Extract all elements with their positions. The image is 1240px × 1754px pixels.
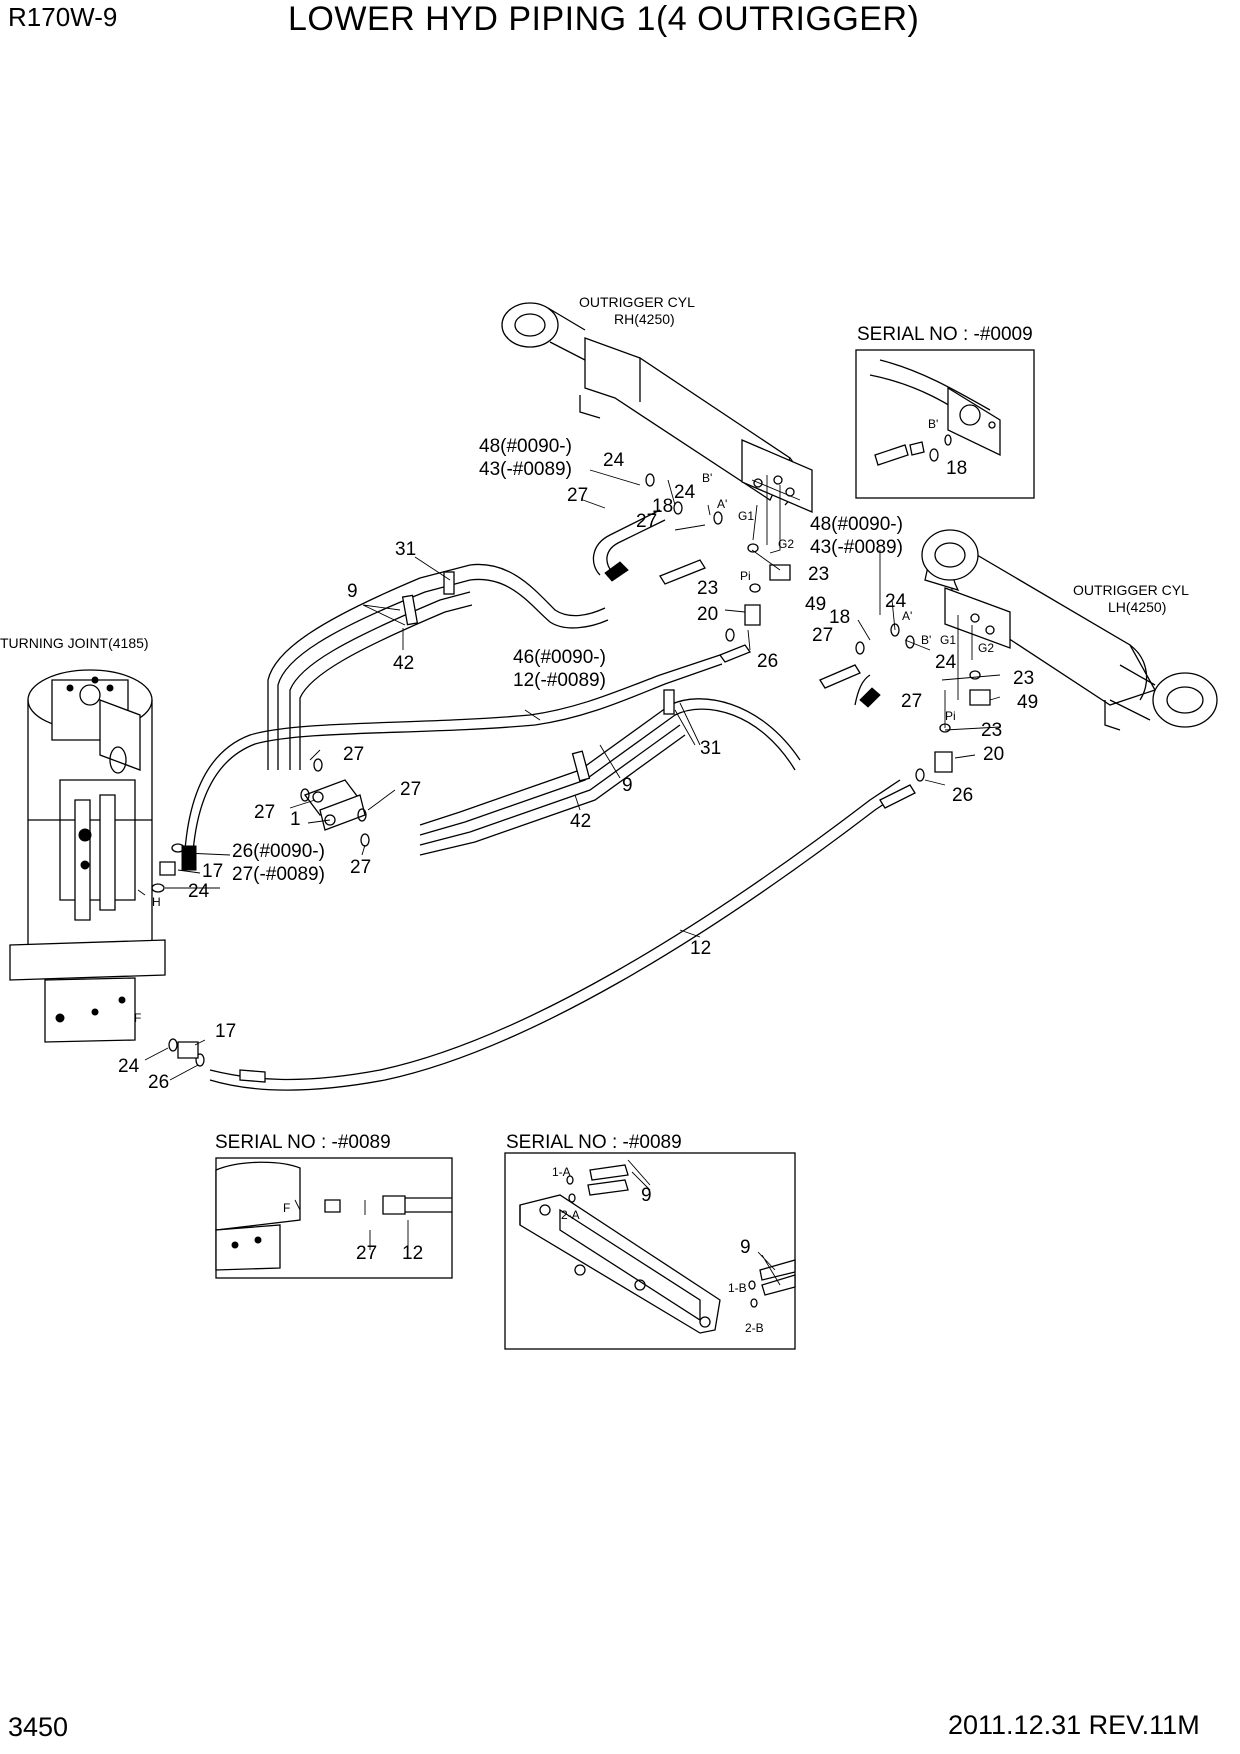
leader-lines: [137, 469, 1001, 1081]
callout: 9: [622, 775, 633, 796]
serial-0089-left-title: SERIAL NO : -#0089: [215, 1132, 391, 1153]
callout: 18: [829, 607, 850, 628]
component-labels: OUTRIGGER CYL RH(4250) OUTRIGGER CYL LH(…: [0, 294, 1189, 651]
port-label: Pi: [945, 709, 956, 723]
callout: 9: [740, 1237, 751, 1258]
callout: 27: [343, 744, 364, 765]
port-label: F: [134, 1011, 141, 1025]
port-label: G1: [940, 633, 956, 647]
callout: 26: [952, 785, 973, 806]
callout: 24: [118, 1056, 140, 1077]
callout: 23: [808, 564, 829, 585]
turning-joint[interactable]: [9, 669, 166, 1043]
model-number: R170W-9: [8, 2, 118, 32]
port-label: 2-A: [561, 1208, 580, 1222]
callout: 17: [215, 1021, 236, 1042]
turning-joint-label: TURNING JOINT(4185): [0, 635, 149, 651]
port-label: F: [283, 1201, 290, 1215]
outrigger-cylinder-rh[interactable]: [501, 302, 813, 513]
callout: 26: [757, 651, 778, 672]
port-label: 1-A: [552, 1165, 571, 1179]
callout: 24: [603, 450, 625, 471]
callout: 26: [148, 1072, 169, 1093]
callout: 27: [400, 779, 421, 800]
revision-date: 2011.12.31 REV.11M: [948, 1710, 1200, 1740]
port-label: G2: [778, 537, 794, 551]
callout: 42: [570, 811, 591, 832]
callout: 27: [812, 625, 833, 646]
callout: 27: [901, 691, 922, 712]
callout: 24: [188, 881, 210, 902]
callout: 48(#0090-): [810, 514, 903, 535]
callout: 9: [347, 581, 358, 602]
callout: 27: [254, 802, 275, 823]
page-title: LOWER HYD PIPING 1(4 OUTRIGGER): [288, 0, 920, 38]
piping: [181, 509, 916, 1091]
port-label: B': [702, 471, 712, 485]
inset-serial-0089-left[interactable]: [215, 1157, 453, 1279]
callout: 24: [674, 482, 696, 503]
callout: 24: [885, 591, 907, 612]
inset-titles: SERIAL NO : -#0009 SERIAL NO : -#0089 SE…: [215, 324, 1033, 1153]
inset-serial-0089-right[interactable]: [504, 1152, 796, 1350]
callout: 23: [981, 720, 1002, 741]
callout: 31: [700, 738, 721, 759]
callout: 49: [805, 594, 826, 615]
callout: 9: [641, 1185, 652, 1206]
callout: 20: [983, 744, 1004, 765]
rh-cylinder-label-line2: RH(4250): [614, 311, 675, 327]
callout: 49: [1017, 692, 1038, 713]
inset-serial-0009[interactable]: [855, 349, 1035, 499]
serial-0009-title: SERIAL NO : -#0009: [857, 324, 1033, 345]
port-label: A': [902, 609, 912, 623]
outrigger-cylinder-lh[interactable]: [921, 529, 1218, 731]
callout: 43(-#0089): [479, 459, 572, 480]
callout: 43(-#0089): [810, 537, 903, 558]
callout: 23: [697, 578, 718, 599]
fittings: [151, 473, 991, 1067]
port-label: Pi: [740, 569, 751, 583]
callout: 27: [636, 511, 657, 532]
page-number: 3450: [8, 1712, 69, 1742]
port-label: B': [921, 633, 931, 647]
callout: 20: [697, 604, 718, 625]
callout: 46(#0090-): [513, 647, 606, 668]
port-label: G1: [738, 509, 754, 523]
callout: 12: [690, 938, 711, 959]
serial-0089-right-title: SERIAL NO : -#0089: [506, 1132, 682, 1153]
callout: 12(-#0089): [513, 670, 606, 691]
port-label: H: [152, 895, 161, 909]
callout: 23: [1013, 668, 1034, 689]
port-label: B': [928, 417, 938, 431]
lh-cylinder-label-line2: LH(4250): [1108, 599, 1166, 615]
rh-cylinder-label-line1: OUTRIGGER CYL: [579, 294, 695, 310]
port-labels: B' A' G1 G2 Pi A' B' G1 G2 Pi H F B' F 1…: [134, 417, 994, 1335]
callout-numbers: 31 9 42 48(#0090-) 43(-#0089) 24 27 24 1…: [118, 436, 1038, 1264]
callout: 12: [402, 1243, 423, 1264]
callout: 31: [395, 539, 416, 560]
callout: 18: [946, 458, 967, 479]
callout: 17: [202, 861, 223, 882]
port-label: 1-B: [728, 1281, 747, 1295]
callout: 18: [652, 496, 673, 517]
callout: 27(-#0089): [232, 864, 325, 885]
lh-cylinder-label-line1: OUTRIGGER CYL: [1073, 582, 1189, 598]
port-label: A': [717, 497, 727, 511]
callout: 42: [393, 653, 414, 674]
port-label: G2: [978, 641, 994, 655]
port-label: 2-B: [745, 1321, 764, 1335]
callout: 26(#0090-): [232, 841, 325, 862]
callout: 48(#0090-): [479, 436, 572, 457]
callout: 27: [356, 1243, 377, 1264]
callout: 27: [350, 857, 371, 878]
callout: 24: [935, 652, 957, 673]
callout: 1: [290, 809, 301, 830]
callout: 27: [567, 485, 588, 506]
